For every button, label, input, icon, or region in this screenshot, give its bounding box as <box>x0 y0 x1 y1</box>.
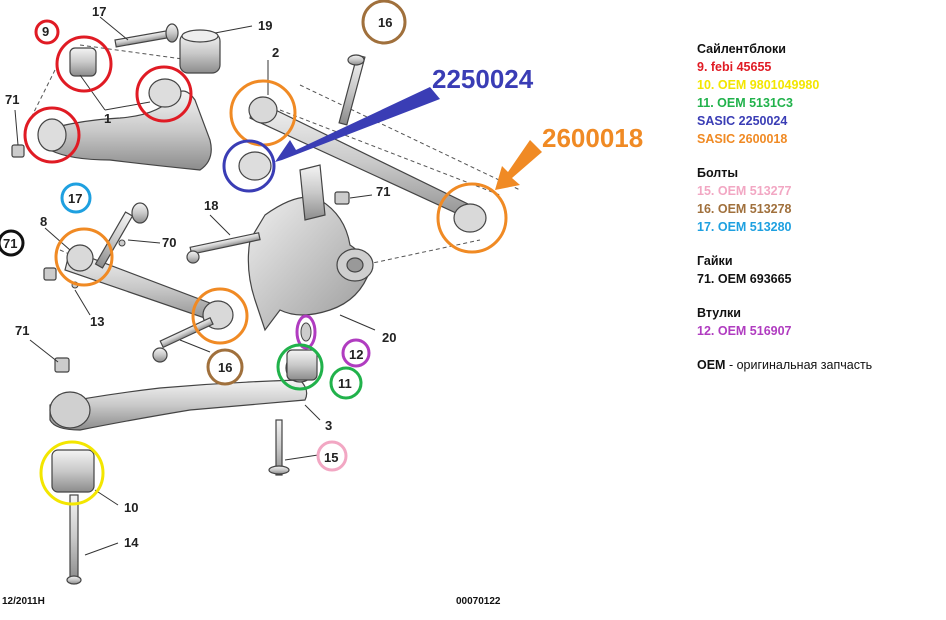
legend-bushing-item: 12. OEM 516907 <box>697 324 792 338</box>
legend-silentblock-item: 9. febi 45655 <box>697 60 772 74</box>
label-71-b: 71 <box>376 184 390 199</box>
nut-71-c <box>43 267 57 281</box>
label-16-top: 16 <box>378 15 392 30</box>
circle-green-bushing-11 <box>276 343 324 391</box>
legend-bolt-item: 17. OEM 513280 <box>697 220 792 234</box>
footer-date: 12/2011H <box>2 596 45 607</box>
nut-71-b <box>334 191 350 205</box>
label-11: 11 <box>338 376 352 391</box>
legend: Сайлентблоки 9. febi 45655 10. OEM 98010… <box>697 40 937 374</box>
circle-green-11-label <box>329 366 363 400</box>
bushing-19 <box>179 29 221 74</box>
trailing-link-arm <box>248 96 487 233</box>
legend-nuts-title: Гайки <box>697 254 733 268</box>
orange-arrow <box>495 140 542 190</box>
circle-orange-link-8-end <box>191 287 249 345</box>
bolt-14 <box>66 494 82 585</box>
bolt-16-top <box>338 54 366 126</box>
legend-nut-item: 71. OEM 693665 <box>697 272 792 286</box>
legend-bolt-item: 15. OEM 513277 <box>697 184 792 198</box>
legend-note-bold: OEM <box>697 358 726 372</box>
label-14: 14 <box>124 535 139 550</box>
callout-blue-text: 2250024 <box>432 64 534 94</box>
label-9: 9 <box>42 24 49 39</box>
label-3: 3 <box>325 418 332 433</box>
label-2: 2 <box>272 45 279 60</box>
label-20: 20 <box>382 330 396 345</box>
legend-silentblock-item: 10. OEM 9801049980 <box>697 78 820 92</box>
label-70: 70 <box>162 235 176 250</box>
legend-bushings-title: Втулки <box>697 306 741 320</box>
lower-control-arm <box>49 353 315 431</box>
nut-71-d <box>54 357 70 373</box>
nuts-71 <box>11 144 350 373</box>
label-1: 1 <box>104 111 111 126</box>
label-71-c: 71 <box>3 236 17 251</box>
circle-purple-12-label <box>341 338 371 368</box>
legend-silentblock-item: 11. OEM 5131C3 <box>697 96 793 110</box>
circle-cyan-17-label <box>60 182 92 214</box>
circle-pink-15-label <box>316 440 348 472</box>
label-10: 10 <box>124 500 138 515</box>
small-parts <box>71 239 312 342</box>
callout-blue: 2250024 <box>275 64 534 162</box>
label-12: 12 <box>349 347 363 362</box>
label-8: 8 <box>40 214 47 229</box>
circle-brown-16-bottom-label <box>206 348 244 386</box>
legend-bolts-title: Болты <box>697 166 739 180</box>
highlight-circles <box>0 0 508 506</box>
callout-orange: 2600018 <box>495 123 643 190</box>
washer-70 <box>118 239 126 247</box>
blue-arrow <box>275 87 440 162</box>
circle-red-upper-arm <box>135 65 193 123</box>
legend-bolt-item: 16. OEM 513278 <box>697 202 792 216</box>
label-17-left: 17 <box>68 191 82 206</box>
circle-orange-2600018 <box>436 182 508 254</box>
footer-code: 00070122 <box>456 596 501 607</box>
label-19: 19 <box>258 18 272 33</box>
circle-red-9-label <box>34 19 60 45</box>
sleeve-12 <box>300 322 312 342</box>
circle-red-bushing-9 <box>55 35 113 93</box>
nut-71-a <box>11 144 25 158</box>
legend-silentblock-item: SASIC 2250024 <box>697 114 788 128</box>
circle-yellow-bushing-10 <box>39 440 105 506</box>
bolt-18 <box>186 232 261 264</box>
bolt-17-top <box>114 23 179 48</box>
bushing-11 <box>286 349 318 381</box>
label-16-bottom: 16 <box>218 360 232 375</box>
leader-lines <box>14 16 376 556</box>
bolt-16-bottom <box>152 316 214 363</box>
bolts <box>66 23 366 585</box>
label-71-d: 71 <box>15 323 29 338</box>
circle-purple-sleeve <box>295 314 317 350</box>
callout-orange-text: 2600018 <box>542 123 643 153</box>
legend-note-text: - оригинальная запчасть <box>725 358 873 372</box>
circle-brown-16-label <box>361 0 407 45</box>
label-15: 15 <box>324 450 338 465</box>
hub-carrier <box>247 164 374 332</box>
circle-red-arm-end <box>23 106 81 164</box>
bushing-10 <box>51 449 95 493</box>
bolt-17-left <box>94 202 149 269</box>
label-13: 13 <box>90 314 104 329</box>
label-17-top: 17 <box>92 4 106 19</box>
circle-blue-2250024 <box>222 139 276 193</box>
legend-silentblock-item: SASIC 2600018 <box>697 132 788 146</box>
circle-orange-link-8 <box>54 227 114 287</box>
bolt-15 <box>268 419 290 476</box>
circle-black-71-label <box>0 229 25 257</box>
label-18: 18 <box>204 198 218 213</box>
legend-note: OEM - оригинальная запчасть <box>697 356 937 374</box>
legend-silentblocks-title: Сайлентблоки <box>697 42 786 56</box>
part-labels: 17 19 16 2 9 71 1 18 71 17 8 70 71 13 16… <box>3 4 396 550</box>
bushing-9 <box>69 47 97 77</box>
label-71-a: 71 <box>5 92 19 107</box>
upper-control-arm <box>37 78 272 181</box>
